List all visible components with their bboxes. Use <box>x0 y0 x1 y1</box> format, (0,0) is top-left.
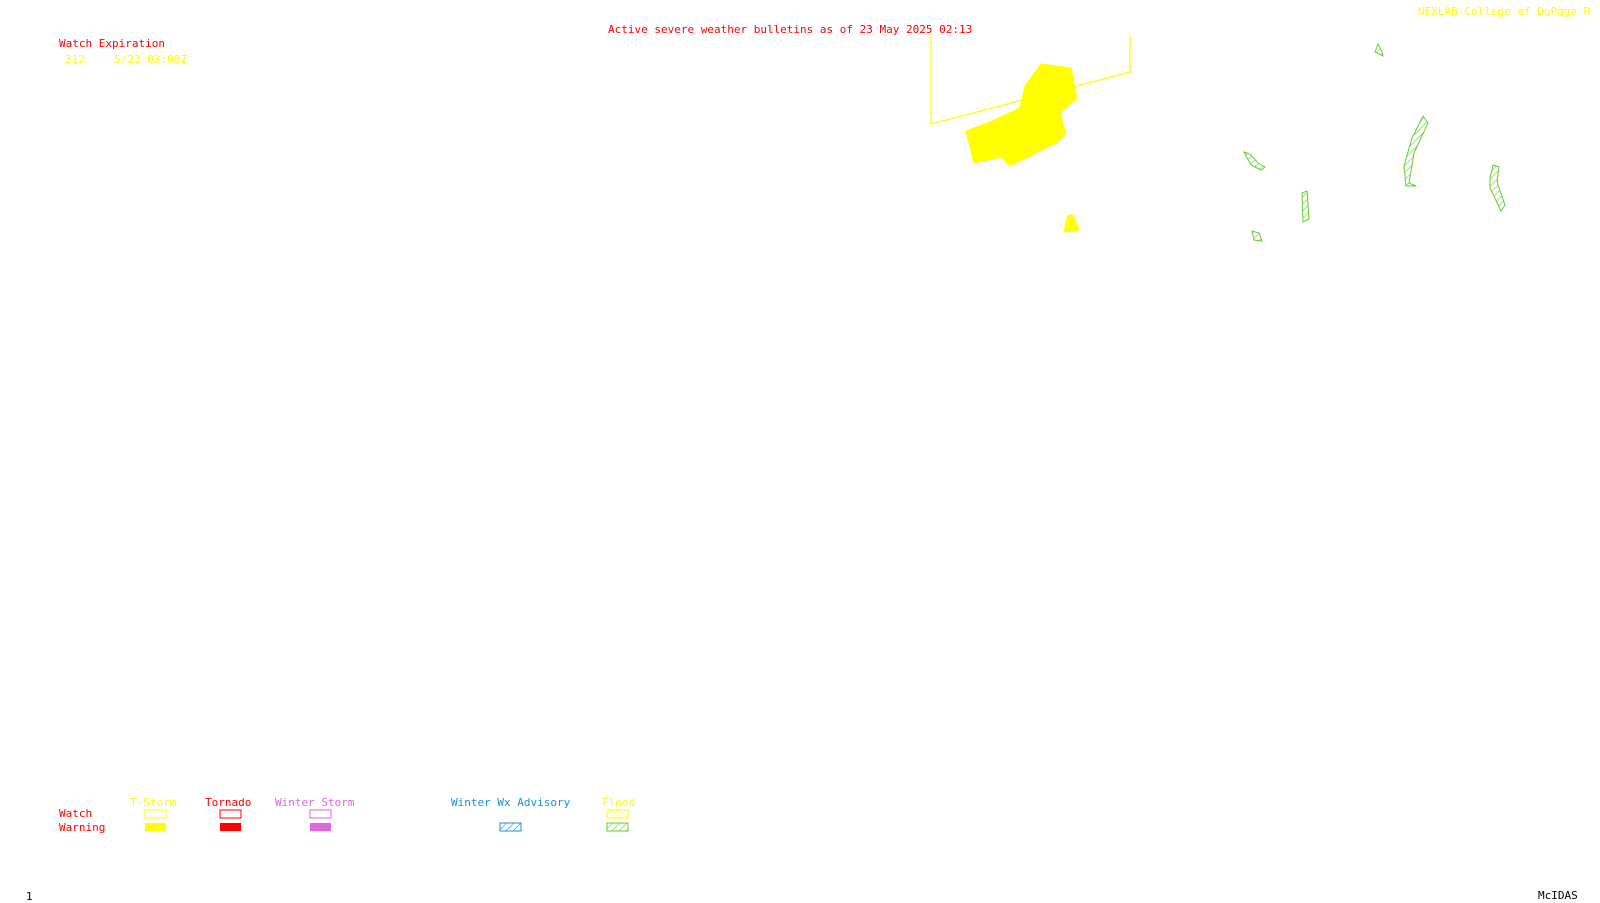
frame-number: 1 <box>26 890 33 903</box>
watch-number[interactable]: 312 <box>65 53 85 66</box>
legend-tstorm-warning-swatch <box>145 823 166 831</box>
software-label: McIDAS <box>1538 889 1578 902</box>
legend-category-flood: Flood <box>602 796 636 809</box>
legend-row-watch: Watch <box>59 807 93 820</box>
legend-tornado-watch-swatch <box>219 809 242 819</box>
page-title: Active severe weather bulletins as of 23… <box>608 23 973 36</box>
legend-winter-wx-advisory-swatch <box>499 822 522 832</box>
legend-flood-warning-swatch <box>606 822 629 832</box>
legend-category-winter-wx-advisory: Winter Wx Advisory <box>451 796 571 809</box>
flood-warning-polygon[interactable] <box>1301 190 1310 223</box>
legend-tornado-warning-swatch <box>220 823 241 831</box>
flood-warning-polygon[interactable] <box>1403 115 1429 187</box>
watch-expiration-time: 5/23 03:00Z <box>114 53 187 66</box>
flood-warning-polygon[interactable] <box>1251 230 1263 242</box>
legend-tstorm-watch-swatch <box>144 809 167 819</box>
flood-warning-polygon[interactable] <box>1242 151 1266 171</box>
legend-category-winter-storm: Winter Storm <box>275 796 355 809</box>
tstorm-warning-polygon[interactable] <box>965 63 1078 167</box>
credit-label: NEXLAB-College of DuPage R <box>1418 5 1591 18</box>
tstorm-warning-polygon[interactable] <box>1063 214 1080 233</box>
legend-row-warning: Warning <box>59 821 106 834</box>
legend-category-tornado: Tornado <box>205 796 252 809</box>
legend-flood-watch-swatch <box>606 809 629 819</box>
flood-warning-polygon[interactable] <box>1489 164 1506 213</box>
legend-winter-storm-warning-swatch <box>310 823 331 831</box>
watch-expiration-heading: Watch Expiration <box>59 37 165 50</box>
legend-category-tstorm: T-Storm <box>130 796 177 809</box>
flood-warning-polygon[interactable] <box>1374 42 1384 57</box>
legend-winter-storm-watch-swatch <box>309 809 332 819</box>
